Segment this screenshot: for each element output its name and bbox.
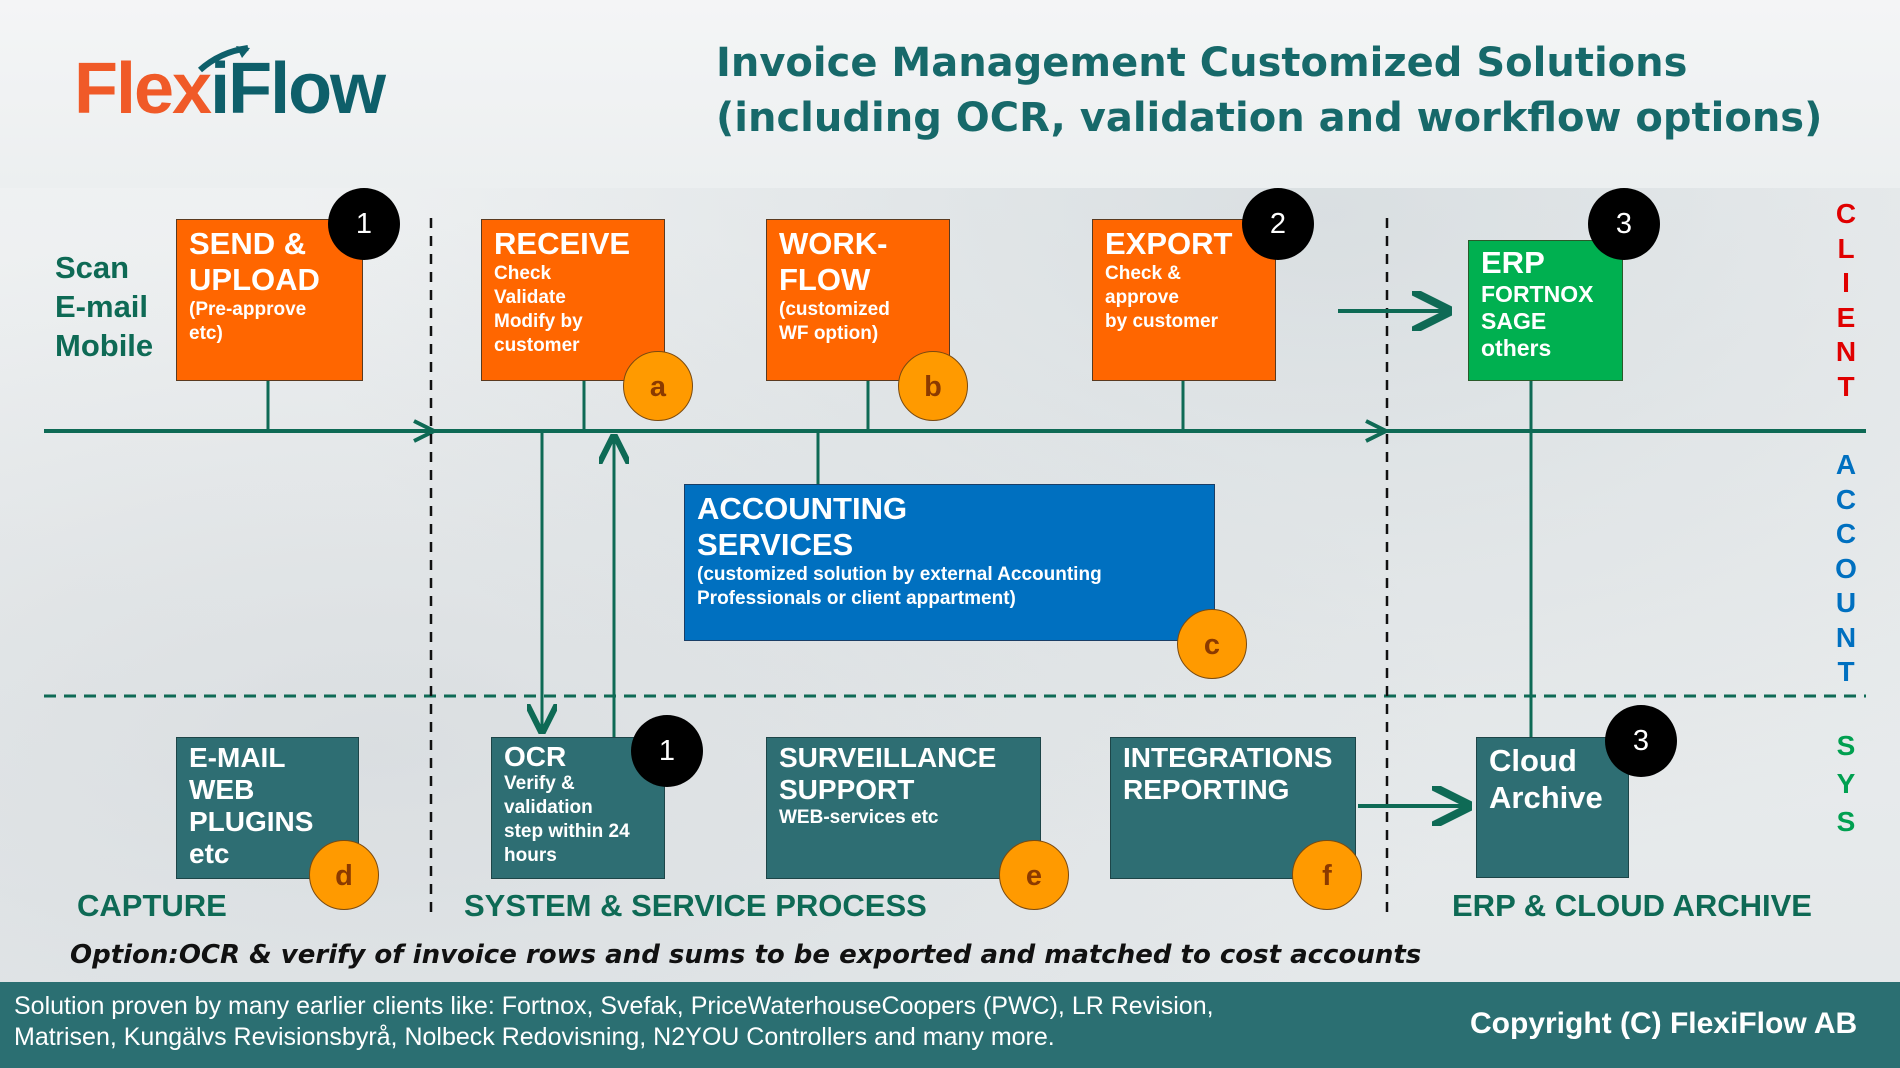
option-b-badge: b [898,351,968,421]
footer-clients-text: Solution proven by many earlier clients … [14,992,1214,1051]
header-background [0,0,1900,188]
option-f-badge: f [1292,840,1362,910]
step-number-1: 1 [328,188,400,260]
email-web-plugins-box: E-MAIL WEB PLUGINS etc [176,737,359,879]
source-email: E-mail [55,289,149,324]
step-number-1-ocr: 1 [631,715,703,787]
source-mobile: Mobile [55,328,154,363]
footer-bar [0,982,1900,1068]
section-label-capture: CAPTURE [77,888,227,923]
timeline-arrow-1 [413,419,439,443]
option-note: Option:OCR & verify of invoice rows and … [70,940,1422,970]
ocr-box: OCR Verify & validation step within 24 h… [491,737,665,879]
logo-swoosh-icon [198,45,250,73]
surveillance-support-box: SURVEILLANCE SUPPORT WEB-services etc [766,737,1041,879]
accounting-services-box: ACCOUNTING SERVICES (customized solution… [684,484,1215,641]
footer-copyright: Copyright (C) FlexiFlow AB [1470,1007,1858,1040]
input-sources: Scan E-mail Mobile [55,248,153,365]
step-number-3: 3 [1588,188,1660,260]
export-box: EXPORT Check & approve by customer [1092,219,1276,381]
option-c-badge: c [1177,609,1247,679]
option-e-badge: e [999,840,1069,910]
step-number-2: 2 [1242,188,1314,260]
page-title: Invoice Management Customized Solutions … [716,40,1823,141]
section-label-system-service: SYSTEM & SERVICE PROCESS [464,888,927,923]
option-d-badge: d [309,840,379,910]
send-upload-box: SEND & UPLOAD (Pre-approve etc) [176,219,363,381]
erp-box: ERP FORTNOX SAGE others [1468,240,1623,381]
timeline-arrow-2 [1365,419,1391,443]
option-a-badge: a [623,351,693,421]
workflow-box: WORK- FLOW (customized WF option) [766,219,950,381]
section-label-erp-cloud: ERP & CLOUD ARCHIVE [1452,888,1812,923]
step-number-3-archive: 3 [1605,705,1677,777]
cloud-archive-box: Cloud Archive [1476,737,1629,878]
receive-box: RECEIVE Check Validate Modify by custome… [481,219,665,381]
source-scan: Scan [55,250,130,285]
